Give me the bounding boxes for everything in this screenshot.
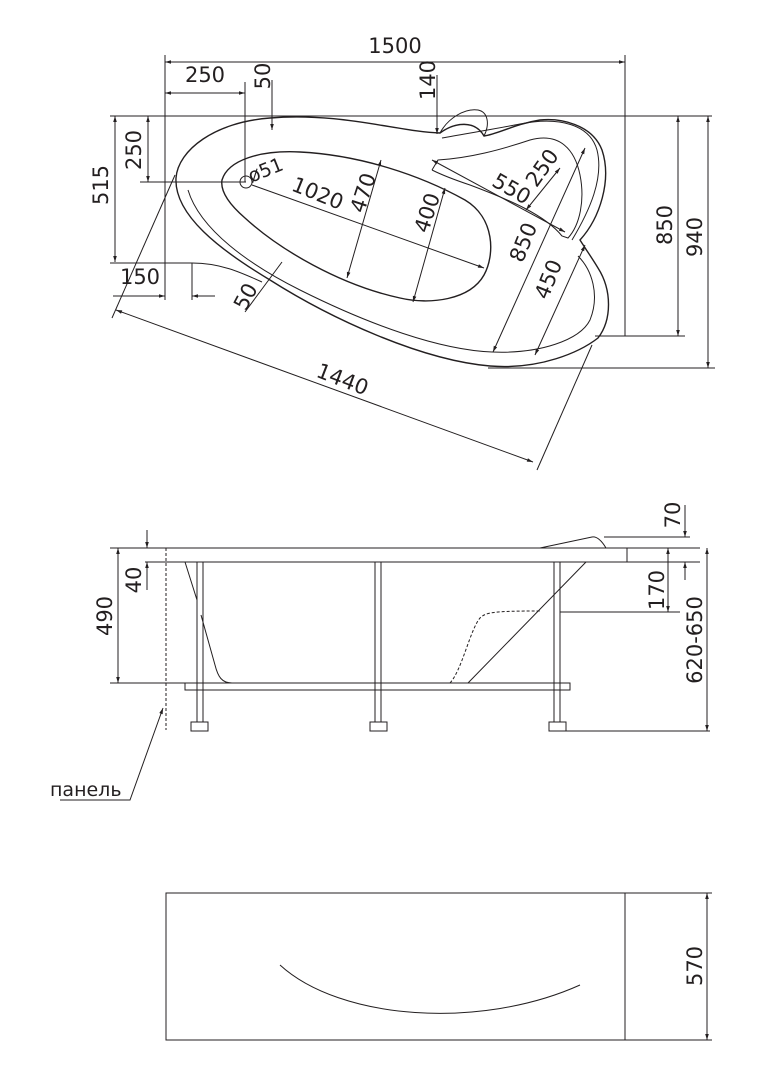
dim-label-50-top: 50 [251,63,275,90]
front-panel-view: 570 [165,892,712,1041]
dim-label-250-x: 250 [185,63,225,87]
headrest-outline [439,109,488,137]
headrest-profile [539,536,607,549]
dim-label-400: 400 [410,190,445,236]
front-panel-arc [279,964,581,1014]
dim-label-170: 170 [645,570,669,610]
dim-label-940: 940 [683,217,707,257]
dim-label-570: 570 [683,946,707,986]
dim-label-490: 490 [93,596,117,636]
leg-left [196,561,204,723]
front-panel-outline [165,892,626,1041]
frame-legs [184,561,571,732]
inner-basin-outline [221,151,492,302]
tub-right-wall [467,561,587,684]
ext-line-1440-left [111,174,176,319]
dim-line-470 [346,159,382,279]
dim-label-1440: 1440 [313,359,372,401]
dim-label-1500: 1500 [368,34,421,58]
seat-hidden-outline [449,610,541,684]
dim-line-50-bottom [244,261,283,313]
dim-line-1440 [115,309,534,463]
side-view: панель 490 40 70 170 620-650 [50,502,710,801]
dim-label-50-bottom: 50 [229,279,263,314]
tub-left-wall [184,561,233,684]
dim-label-250-y: 250 [122,130,146,170]
dim-label-470: 470 [346,170,381,216]
dim-label-515: 515 [89,165,113,205]
panel-label: панель [50,779,122,801]
leg-middle [374,561,382,723]
foot-right [548,721,567,732]
bottom-rail [184,682,571,691]
foot-middle [369,721,388,732]
dim-label-620-650: 620-650 [683,596,707,684]
panel-leader-line [60,707,164,801]
top-view: 1500 250 50 140 515 250 ø51 1020 470 400… [89,34,715,471]
dim-label-850-right: 850 [653,205,677,245]
ext-line-1440-right [536,344,593,471]
outer-rim-outline [175,116,610,368]
dim-label-70: 70 [661,502,685,529]
leg-right [553,561,561,723]
dim-label-140: 140 [416,60,440,100]
dim-label-850-diag: 850 [505,219,542,265]
foot-left [190,721,209,732]
dim-label-drain-diameter: ø51 [245,154,286,188]
dim-label-40: 40 [122,567,146,594]
dim-line-450-diag [534,244,586,356]
